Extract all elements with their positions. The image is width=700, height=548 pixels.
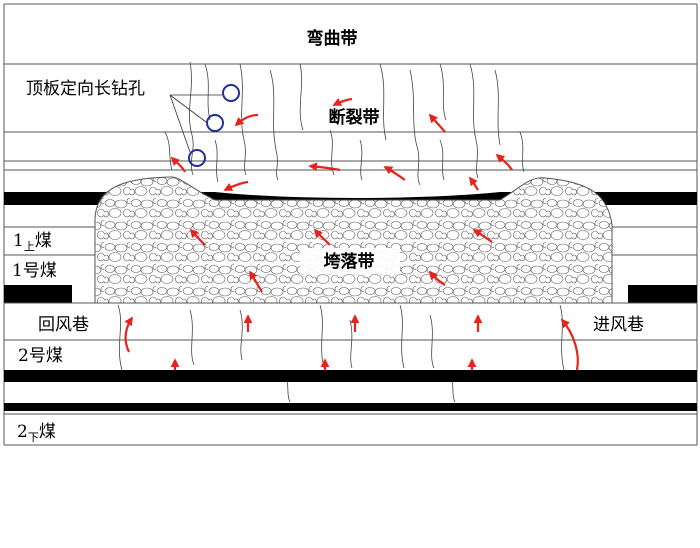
airflow-arrows [124, 97, 579, 371]
seam-2-label: 2号煤 [18, 346, 63, 366]
airflow-arrow-icon [428, 113, 446, 133]
seam-1-label: 1号煤 [12, 261, 57, 281]
airflow-arrow-icon [313, 228, 331, 246]
airflow-arrow-icon [428, 270, 446, 286]
airflow-arrow-icon [308, 162, 341, 172]
strata-lines [4, 63, 697, 415]
airflow-arrow-icon [189, 228, 206, 246]
airflow-arrow-icon [332, 97, 353, 106]
airflow-arrow-icon [124, 316, 133, 353]
return-airway-label: 回风巷 [38, 315, 89, 335]
intake-airway-label: 进风巷 [593, 315, 644, 335]
borehole-label: 顶板定向长钻孔 [26, 79, 145, 99]
airflow-arrow-icon [495, 153, 513, 171]
seam-2-lower-bar [4, 403, 697, 411]
borehole-circle-icon [206, 114, 224, 132]
seam-2-bar [4, 370, 697, 382]
fracture-cracks [164, 61, 525, 186]
strata-frame [3, 3, 698, 446]
airflow-arrow-icon [383, 166, 406, 181]
airflow-arrow-icon [223, 180, 249, 191]
airflow-arrow-icon [170, 156, 186, 173]
bending-zone-label: 弯曲带 [307, 28, 358, 49]
airflow-arrow-icon [560, 318, 579, 371]
caving-zone-label: 垮落带 [324, 251, 375, 272]
lower-cracks [117, 304, 565, 403]
airflow-arrow-icon [249, 270, 263, 293]
airflow-arrow-icon [234, 113, 259, 127]
airflow-arrow-icon [468, 176, 479, 191]
seam-1-left-stub [4, 285, 72, 303]
caving-zone [94, 176, 613, 304]
seam-1-upper-label: 1上煤 [13, 231, 52, 253]
fracture-zone-label: 断裂带 [329, 107, 380, 128]
roof-boreholes [169, 84, 240, 167]
seam-1-right-stub [628, 285, 697, 303]
borehole-circle-icon [222, 84, 240, 102]
borehole-circle-icon [188, 149, 206, 167]
airflow-arrow-icon [472, 229, 493, 243]
seam-2-lower-label: 2下煤 [17, 422, 56, 444]
